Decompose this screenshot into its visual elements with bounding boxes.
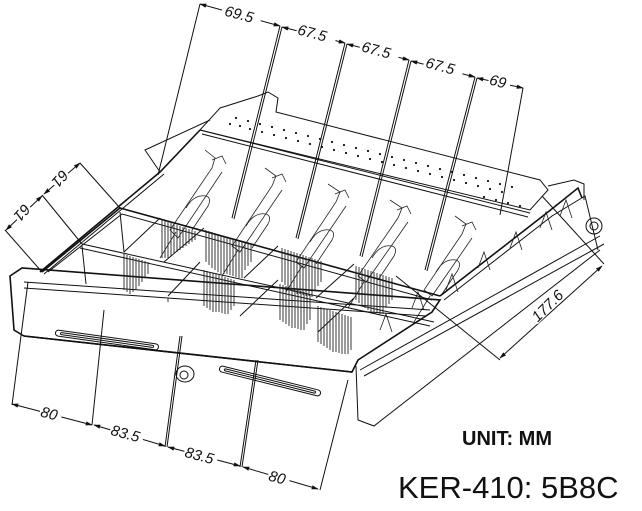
dim-bottom-1: 80 xyxy=(39,404,60,425)
left-handle-slot xyxy=(54,329,160,351)
unit-label: UNIT: MM xyxy=(462,428,552,450)
dim-bottom-3: 83.5 xyxy=(183,444,216,468)
dim-top-3: 67.5 xyxy=(360,39,393,63)
front-panel-details xyxy=(54,329,322,397)
drawer-body xyxy=(9,119,605,427)
right-handle-slot xyxy=(218,365,322,397)
left-depth-dimension: 61 61 xyxy=(4,162,121,273)
coin-cup-hatching xyxy=(123,220,393,354)
side-depth-dimension: 177.6 xyxy=(395,195,605,361)
top-dimension-chain: 69.5 67.5 67.5 67.5 69 xyxy=(157,1,524,272)
dim-top-5: 69 xyxy=(487,72,508,93)
dim-top-2: 67.5 xyxy=(296,22,329,46)
dim-bottom-4: 80 xyxy=(267,468,288,489)
lock-icon xyxy=(175,365,195,383)
dim-left-upper: 61 xyxy=(48,166,72,190)
dim-bottom-2: 83.5 xyxy=(109,422,142,446)
model-label: KER-410: 5B8C xyxy=(398,470,619,505)
bill-tray xyxy=(159,91,549,323)
dim-top-1: 69.5 xyxy=(223,3,256,27)
roller-wheel-icon xyxy=(585,217,603,235)
dim-top-4: 67.5 xyxy=(424,55,457,79)
dim-left-lower: 61 xyxy=(10,200,34,224)
